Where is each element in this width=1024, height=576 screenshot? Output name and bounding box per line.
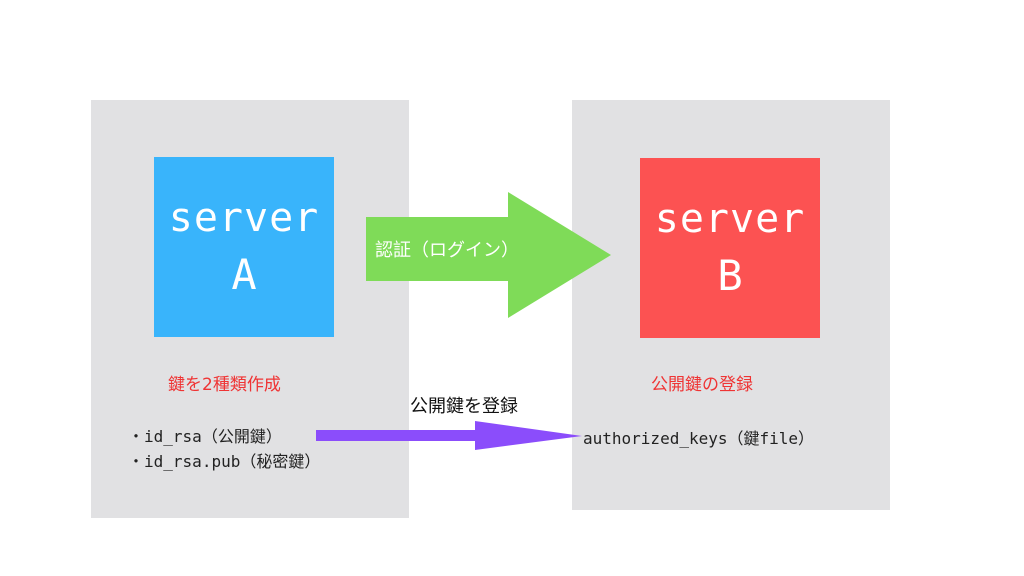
server-a-caption: 鍵を2種類作成 (168, 375, 281, 395)
authorized-keys-label: authorized_keys（鍵file） (583, 429, 815, 448)
key-item-public: id_rsa（公開鍵） (128, 424, 320, 449)
register-arrow-shape (316, 421, 582, 450)
server-b-box: server B (640, 158, 820, 338)
auth-arrow-shape (366, 192, 611, 318)
key-list: id_rsa（公開鍵） id_rsa.pub（秘密鍵） (128, 424, 320, 474)
server-b-title: server (654, 195, 806, 242)
server-a-box: server A (154, 157, 334, 337)
register-arrow-label: 公開鍵を登録 (410, 396, 518, 417)
server-b-caption: 公開鍵の登録 (651, 375, 753, 395)
server-b-letter: B (717, 250, 743, 300)
key-item-private: id_rsa.pub（秘密鍵） (128, 449, 320, 474)
server-a-letter: A (231, 249, 257, 299)
auth-arrow-label: 認証（ログイン） (375, 240, 519, 261)
server-a-title: server (168, 194, 320, 241)
